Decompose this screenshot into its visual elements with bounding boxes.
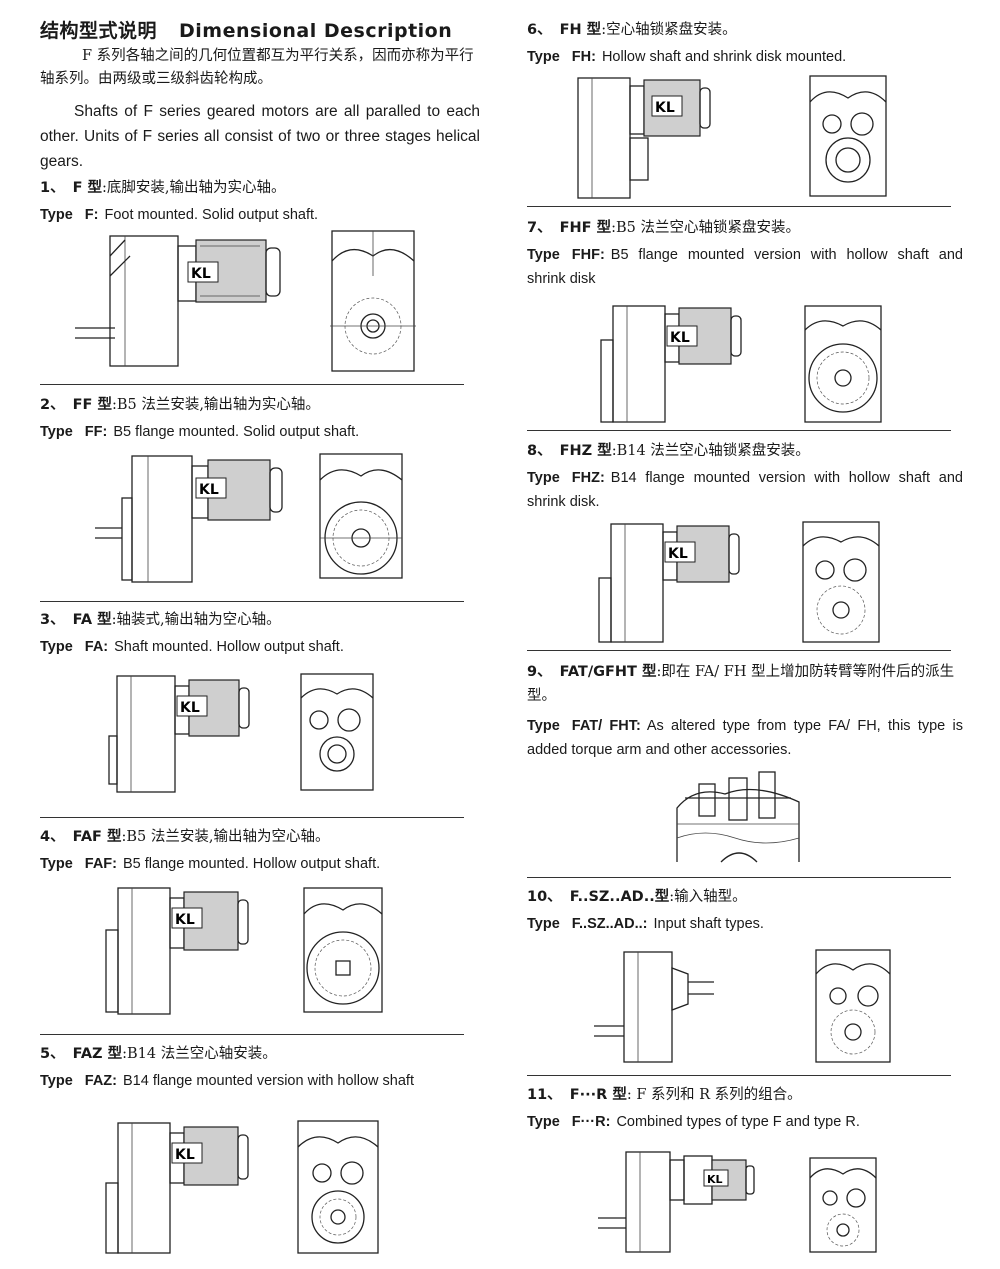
divider — [40, 1034, 464, 1035]
divider — [40, 384, 464, 385]
section-heading: 9、FAT/GFHT 型:即在 FA/ FH 型上增加防转臂等附件后的派生型。 — [527, 664, 955, 704]
svg-text:KL: KL — [707, 1173, 723, 1186]
page-title: 结构型式说明 Dimensional Description — [40, 16, 480, 43]
figure-input-shaft — [590, 946, 900, 1070]
intro-en: Shafts of F series geared motors are all… — [40, 103, 480, 170]
divider — [527, 1075, 951, 1076]
intro-zh: F 系列各轴之间的几何位置都互为平行关系，因而亦称为平行轴系列。由两级或三级斜齿… — [40, 48, 474, 87]
svg-text:KL: KL — [655, 100, 675, 116]
svg-text:KL: KL — [180, 700, 200, 716]
section-heading: 10、F..SZ..AD..型:输入轴型。 — [527, 889, 747, 905]
divider — [527, 430, 951, 431]
section-heading: 1、F 型:底脚安装,输出轴为实心轴。 — [40, 180, 286, 196]
brand-label: KL — [191, 266, 211, 282]
section-heading: 11、F···R 型: F 系列和 R 系列的组合。 — [527, 1087, 802, 1103]
svg-text:KL: KL — [199, 482, 219, 498]
figure-faf-flange-hollow: KL — [100, 884, 390, 1023]
section-heading: 8、FHZ 型:B14 法兰空心轴锁紧盘安装。 — [527, 443, 810, 459]
figure-f-r-combined: KL — [592, 1146, 892, 1260]
section-heading: 3、FA 型:轴装式,输出轴为空心轴。 — [40, 612, 281, 628]
divider — [40, 817, 464, 818]
svg-text:KL: KL — [175, 912, 195, 928]
figure-fa-shaft-mounted: KL — [105, 668, 385, 800]
title-en: Dimensional Description — [179, 20, 453, 42]
svg-text:KL: KL — [175, 1147, 195, 1163]
figure-fh-shrink-disk: KL — [570, 72, 900, 206]
page-header: 结构型式说明 Dimensional Description F 系列各轴之间的几… — [40, 16, 480, 174]
svg-text:KL: KL — [668, 546, 688, 562]
section-heading: 5、FAZ 型:B14 法兰空心轴安装。 — [40, 1046, 277, 1062]
section-heading: 6、FH 型:空心轴锁紧盘安装。 — [527, 22, 737, 38]
figure-f-foot-mounted: KL — [70, 226, 430, 380]
figure-faz-b14-flange: KL — [100, 1117, 390, 1261]
figure-fat-torque-arm — [665, 768, 815, 868]
divider — [527, 650, 951, 651]
section-heading: 7、FHF 型:B5 法兰空心轴锁紧盘安装。 — [527, 220, 800, 236]
divider — [527, 206, 951, 207]
figure-fhf-flange-shrink: KL — [595, 300, 895, 432]
figure-fhz-b14-shrink: KL — [595, 518, 895, 650]
divider — [527, 877, 951, 878]
section-heading: 2、FF 型:B5 法兰安装,输出轴为实心轴。 — [40, 397, 320, 413]
title-zh: 结构型式说明 — [40, 20, 158, 42]
section-heading: 4、FAF 型:B5 法兰安装,输出轴为空心轴。 — [40, 829, 330, 845]
divider — [40, 601, 464, 602]
svg-text:KL: KL — [670, 330, 690, 346]
section-9: 9、FAT/GFHT 型:即在 FA/ FH 型上增加防转臂等附件后的派生型。 … — [527, 660, 963, 762]
figure-ff-flange: KL — [90, 448, 420, 592]
